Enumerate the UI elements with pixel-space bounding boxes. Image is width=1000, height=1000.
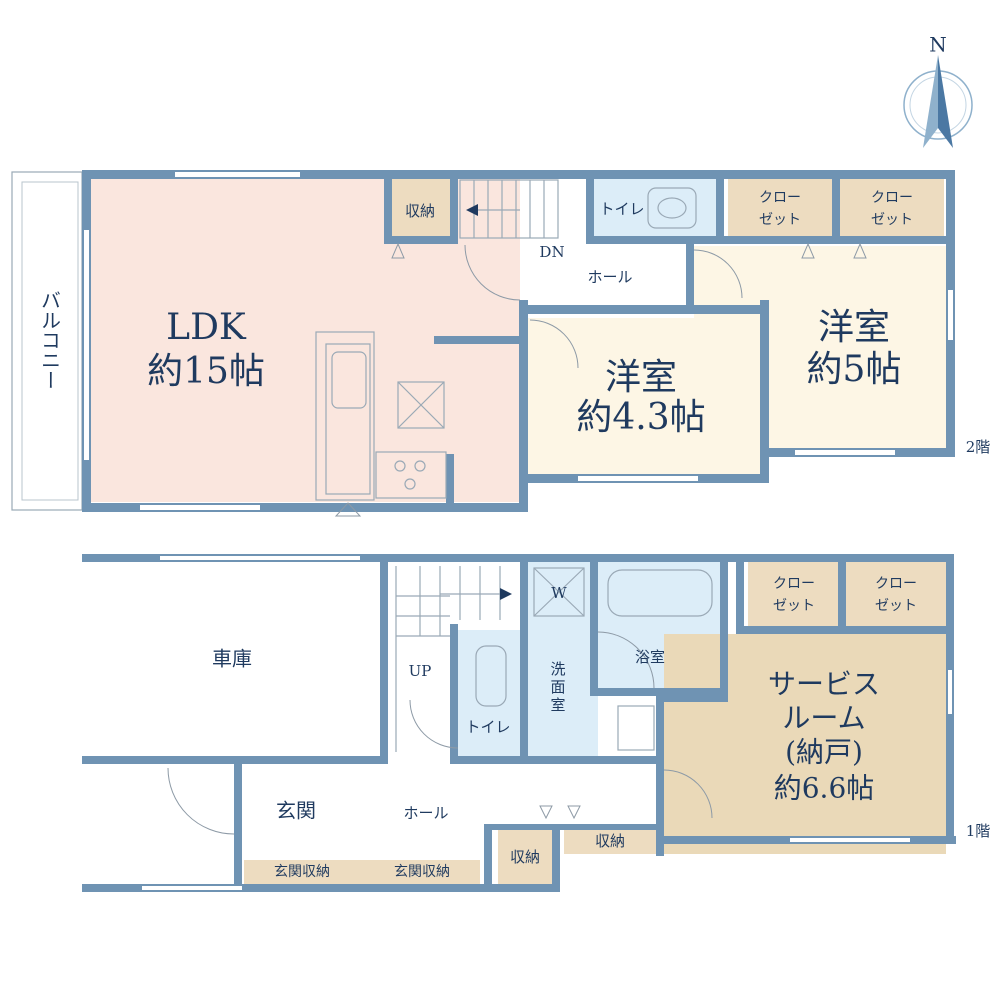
- closet-2f-2-label-b: ゼット: [871, 212, 913, 228]
- ldk-name: LDK: [166, 307, 247, 348]
- closet-1f-2-label-b: ゼット: [875, 598, 917, 614]
- storage-1f-1-label: 収納: [510, 848, 540, 866]
- storage-2f-label: 収納: [405, 202, 435, 220]
- service-room-label-d: 約6.6帖: [774, 772, 875, 805]
- entrance-storage-2-label: 玄関収納: [394, 863, 450, 880]
- washer-label: W: [551, 584, 567, 602]
- closet-2f-2-label-a: クロー: [871, 190, 913, 206]
- closet-1f-1: [748, 562, 840, 626]
- room-5: [694, 246, 950, 452]
- room-4-3-size: 約4.3帖: [576, 397, 705, 438]
- entrance-storage: [244, 860, 480, 884]
- north-label: N: [929, 33, 947, 57]
- bath-label: 浴室: [635, 648, 665, 666]
- washroom-label-b: 面: [550, 678, 565, 696]
- closet-2f-2: [840, 178, 944, 240]
- compass-icon: N: [903, 33, 973, 148]
- hall-1f-label: ホール: [403, 804, 448, 822]
- service-room: [664, 634, 946, 854]
- storage-1f-2-label: 収納: [595, 832, 625, 850]
- service-room-label-c: (納戸): [785, 736, 863, 769]
- stair-up-label: UP: [409, 662, 432, 680]
- floor-2-label: 2階: [966, 438, 991, 456]
- washroom-label-a: 洗: [550, 660, 565, 678]
- garage: [82, 562, 384, 758]
- ldk-size: 約15帖: [147, 351, 265, 392]
- entrance-storage-1-label: 玄関収納: [274, 863, 330, 880]
- washroom: [528, 562, 598, 760]
- storage-1f-1: [498, 830, 552, 886]
- closet-1f-2: [846, 562, 946, 626]
- closet-2f-1-label-a: クロー: [759, 190, 801, 206]
- closet-1f-2-label-a: クロー: [875, 576, 917, 592]
- entrance-label: 玄関: [276, 799, 316, 823]
- balcony-label: バルコニー: [38, 290, 62, 390]
- storage-1f-2: [564, 830, 656, 854]
- room-4-3-name: 洋室: [605, 357, 677, 398]
- room-5-size: 約5帖: [807, 349, 902, 390]
- hall-2f-label: ホール: [587, 268, 632, 286]
- service-room-label-b: ルーム: [782, 702, 865, 735]
- closet-2f-1-label-b: ゼット: [759, 212, 801, 228]
- toilet-2f-label: トイレ: [599, 200, 644, 218]
- toilet-1f-label: トイレ: [465, 718, 510, 736]
- closet-2f-1: [728, 178, 832, 240]
- closet-1f-1-label-b: ゼット: [773, 598, 815, 614]
- washroom-label-c: 室: [550, 696, 565, 714]
- toilet-1f: [458, 630, 520, 756]
- floor-2: バルコニー: [11, 170, 991, 517]
- stair-dn-label: DN: [539, 243, 564, 261]
- floor-1: 車庫 UP トイレ 洗 面 室 W 浴室 クロー ゼット クロー ゼット サービ…: [82, 554, 990, 892]
- service-room-label-a: サービス: [768, 668, 880, 701]
- storage-2f: [390, 178, 450, 240]
- closet-1f-1-label-a: クロー: [773, 576, 815, 592]
- garage-label: 車庫: [212, 647, 252, 671]
- balcony: [11, 171, 83, 511]
- room-5-name: 洋室: [818, 307, 890, 348]
- floor-1-label: 1階: [966, 822, 991, 840]
